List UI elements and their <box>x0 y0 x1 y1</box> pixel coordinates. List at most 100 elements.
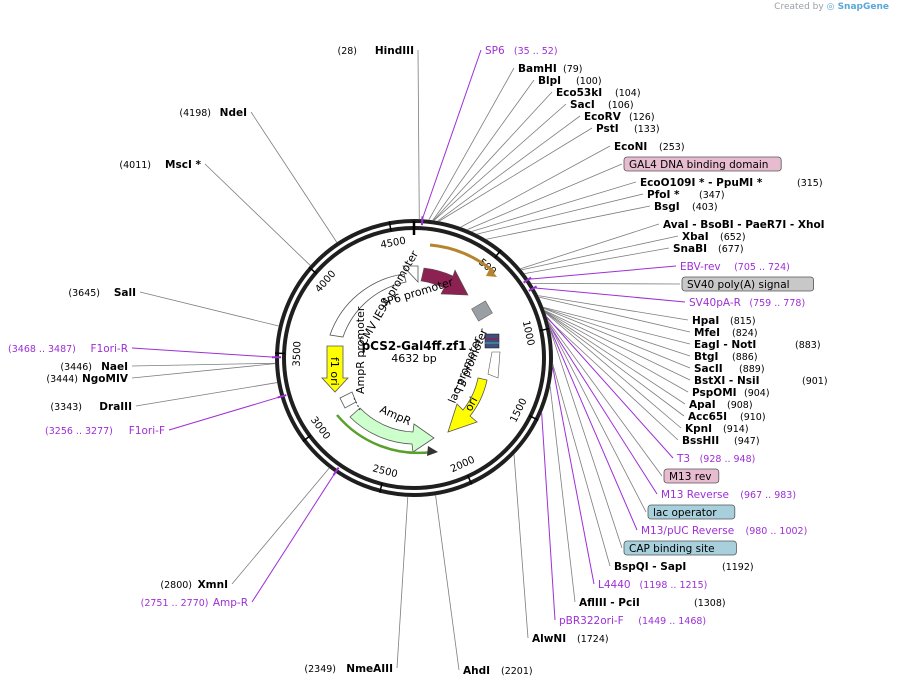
site-label-f1ori-r[interactable]: F1ori-R(3468 .. 3487) <box>8 343 128 355</box>
site-label-avai-bsobi-paer7i-xhoi[interactable]: AvaI - BsoBI - PaeR7I - XhoI(644) <box>663 219 899 231</box>
site-label-eco53ki[interactable]: Eco53kI(104) <box>556 87 641 99</box>
leader-line <box>545 312 682 429</box>
site-label-alwni[interactable]: AlwNI(1724) <box>532 633 609 645</box>
enzyme-label: NmeAIII <box>346 663 393 675</box>
position-label: (4011) <box>119 160 151 171</box>
f1-ori-label: f1 ori <box>328 357 341 386</box>
position-label: (904) <box>744 388 770 399</box>
position-label: (1449 .. 1468) <box>638 616 706 627</box>
feature-box <box>663 468 720 484</box>
site-label-sacii[interactable]: SacII(889) <box>694 363 765 375</box>
site-label-m13-puc-reverse[interactable]: M13/pUC Reverse(980 .. 1002) <box>641 525 807 537</box>
site-label-sali[interactable]: SalI (3645) <box>68 287 136 299</box>
site-label-l4440[interactable]: L4440(1198 .. 1215) <box>598 579 707 591</box>
enzyme-label: SalI <box>114 287 136 299</box>
site-label-hpai[interactable]: HpaI(815) <box>692 315 756 327</box>
site-label-xmni[interactable]: XmnI(2800) <box>160 579 228 591</box>
leader-line <box>547 318 679 441</box>
site-label-ahdi[interactable]: AhdI(2201) <box>463 665 533 677</box>
site-label-bsshii[interactable]: BssHII(947) <box>682 435 760 447</box>
site-label-bsgi[interactable]: BsgI(403) <box>654 201 718 213</box>
site-label-amp-r[interactable]: Amp-R(2751 .. 2770) <box>141 597 248 609</box>
site-label-nmeaiii[interactable]: NmeAIII (2349) <box>304 663 393 675</box>
enzyme-label: AflIII - PciI <box>579 597 640 609</box>
position-label: (3446) <box>60 362 92 373</box>
feature-box-label: SV40 poly(A) signal <box>687 279 790 291</box>
leader-line <box>428 67 515 220</box>
site-label-mfei[interactable]: MfeI(824) <box>694 327 758 339</box>
enzyme-label: DraIII <box>99 401 132 413</box>
leader-line <box>544 310 689 393</box>
position-label: (3645) <box>68 288 100 299</box>
position-label: (3468 .. 3487) <box>8 344 76 355</box>
feature-box <box>681 276 815 292</box>
site-label-bstxi-nsii[interactable]: BstXI - NsiI(901) <box>694 375 828 387</box>
enzyme-label: PstI <box>596 123 619 135</box>
site-label-ndei[interactable]: NdeI(4198) <box>179 107 247 119</box>
site-label-ecoo109i-ppumi[interactable]: EcoO109I * - PpuMI *(315) <box>640 177 823 189</box>
scale-tick-label: 3500 <box>292 341 304 367</box>
site-label-cap-binding-site[interactable]: CAP binding site <box>623 540 737 556</box>
site-label-btgi[interactable]: BtgI(886) <box>694 351 758 363</box>
site-label-pspomi[interactable]: PspOMI(904) <box>692 387 770 399</box>
site-label-f1ori-f[interactable]: F1ori-F(3256 .. 3277) <box>45 425 165 437</box>
t3-promoter-arrow[interactable] <box>487 351 501 379</box>
site-label-ecorv[interactable]: EcoRV(126) <box>584 111 655 123</box>
position-label: (1192) <box>722 562 754 573</box>
f1-ori-arrow[interactable] <box>321 345 349 393</box>
position-label: (4198) <box>179 108 211 119</box>
feature-box-label: lac operator <box>653 507 717 519</box>
site-label-msci[interactable]: MscI *(4011) <box>119 159 201 171</box>
site-label-gal4-dna-binding-domain[interactable]: GAL4 DNA binding domain <box>623 156 782 172</box>
polya-signal-box <box>471 300 493 322</box>
site-label-hindiii[interactable]: HindIII(28) <box>337 45 414 57</box>
site-label-xbai[interactable]: XbaI(652) <box>682 231 746 243</box>
site-label-bspqi-sapi[interactable]: BspQI - SapI(1192) <box>614 561 754 573</box>
leader-line <box>131 362 276 367</box>
site-label-saci[interactable]: SacI(106) <box>570 99 634 111</box>
ampr-promoter-label: AmpR promoter <box>354 306 367 394</box>
feature-label: pBR322ori-F <box>559 615 624 627</box>
site-label-pbr322ori-f[interactable]: pBR322ori-F (1449 .. 1468) <box>559 615 706 627</box>
site-label-ngomiv[interactable]: NgoMIV(3444) <box>46 373 128 385</box>
site-label-afliii-pcii[interactable]: AflIII - PciI(1308) <box>579 597 726 609</box>
leader-line <box>548 326 638 531</box>
position-label: (883) <box>795 340 821 351</box>
position-label: (126) <box>629 112 655 123</box>
credit-brand: SnapGene <box>837 2 889 12</box>
ori-arrow[interactable] <box>447 377 488 433</box>
sp6-promoter-arrow[interactable] <box>329 273 407 338</box>
site-label-sv40pa-r[interactable]: SV40pA-R(759 .. 778) <box>689 297 805 309</box>
site-label-m13-rev[interactable]: M13 rev <box>663 468 720 484</box>
position-label: (2800) <box>160 580 192 591</box>
site-label-eagi-noti[interactable]: EagI - NotI(883) <box>694 339 821 351</box>
site-label-draiii[interactable]: DraIII(3343) <box>50 401 132 413</box>
site-label-ebv-rev[interactable]: EBV-rev(705 .. 724) <box>680 261 790 273</box>
site-label-kpni[interactable]: KpnI(914) <box>685 423 749 435</box>
leader-line <box>543 306 691 345</box>
leader-line <box>471 181 637 232</box>
site-label-apai[interactable]: ApaI(908) <box>689 399 753 411</box>
site-label-blpi[interactable]: BlpI(100) <box>538 75 602 87</box>
site-label-sp6[interactable]: SP6(35 .. 52) <box>485 45 558 57</box>
feature-box <box>623 540 737 556</box>
leader-line <box>531 282 681 285</box>
site-label-m13-reverse[interactable]: M13 Reverse(967 .. 983) <box>661 489 796 501</box>
site-label-bamhi[interactable]: BamHI(79) <box>518 63 583 75</box>
site-label-snabi[interactable]: SnaBI(677) <box>673 243 744 255</box>
gal4-arrow[interactable] <box>420 267 469 296</box>
site-label-t3[interactable]: T3(928 .. 948) <box>676 453 755 465</box>
site-label-psti[interactable]: PstI(133) <box>596 123 660 135</box>
site-label-sv40-poly-a-signal[interactable]: SV40 poly(A) signal <box>681 276 815 292</box>
leader-line <box>131 363 276 379</box>
enzyme-label: Eco53kI <box>556 87 602 99</box>
site-label-acc65i[interactable]: Acc65I(910) <box>688 411 766 423</box>
feature-label: SP6 <box>485 45 505 57</box>
site-label-naei[interactable]: NaeI(3446) <box>60 361 128 373</box>
position-label: (2349) <box>304 664 336 675</box>
site-label-econi[interactable]: EcoNI(253) <box>614 141 685 153</box>
site-label-pfoi[interactable]: PfoI *(347) <box>647 189 725 201</box>
ampr-arrow[interactable] <box>349 407 435 453</box>
site-label-lac-operator[interactable]: lac operator <box>647 504 736 520</box>
cmv-promoter-arrow[interactable] <box>402 265 419 284</box>
